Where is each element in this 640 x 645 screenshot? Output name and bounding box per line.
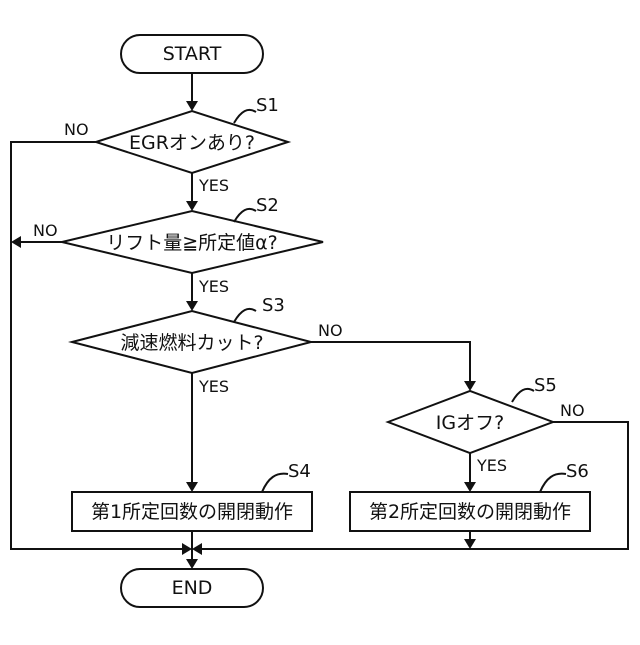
process-s6-text: 第2所定回数の開閉動作 bbox=[369, 501, 571, 523]
s1-yes-label: YES bbox=[198, 176, 229, 195]
decision-s5-text: IGオフ? bbox=[436, 412, 504, 434]
step-label-s2: S2 bbox=[256, 195, 279, 216]
s1-no-label: NO bbox=[64, 120, 89, 139]
decision-s3-text: 減速燃料カット? bbox=[120, 332, 263, 354]
s3-no-label: NO bbox=[318, 321, 343, 340]
end-terminal: END bbox=[121, 569, 263, 607]
decision-s2-text: リフト量≧所定値α? bbox=[106, 232, 278, 254]
start-label: START bbox=[163, 43, 222, 65]
s3-yes-label: YES bbox=[198, 377, 229, 396]
step-label-s1: S1 bbox=[256, 95, 279, 116]
step-label-s5: S5 bbox=[534, 375, 557, 396]
s2-no-label: NO bbox=[33, 221, 58, 240]
step-label-s6: S6 bbox=[566, 461, 589, 482]
step-label-s3: S3 bbox=[262, 295, 285, 316]
s5-yes-label: YES bbox=[476, 456, 507, 475]
s5-no-label: NO bbox=[560, 401, 585, 420]
start-terminal: START bbox=[121, 35, 263, 73]
s2-yes-label: YES bbox=[198, 277, 229, 296]
step-label-s4: S4 bbox=[288, 461, 311, 482]
decision-s1-text: EGRオンあり? bbox=[129, 132, 255, 154]
process-s4-text: 第1所定回数の開閉動作 bbox=[91, 501, 293, 523]
end-label: END bbox=[172, 577, 213, 599]
